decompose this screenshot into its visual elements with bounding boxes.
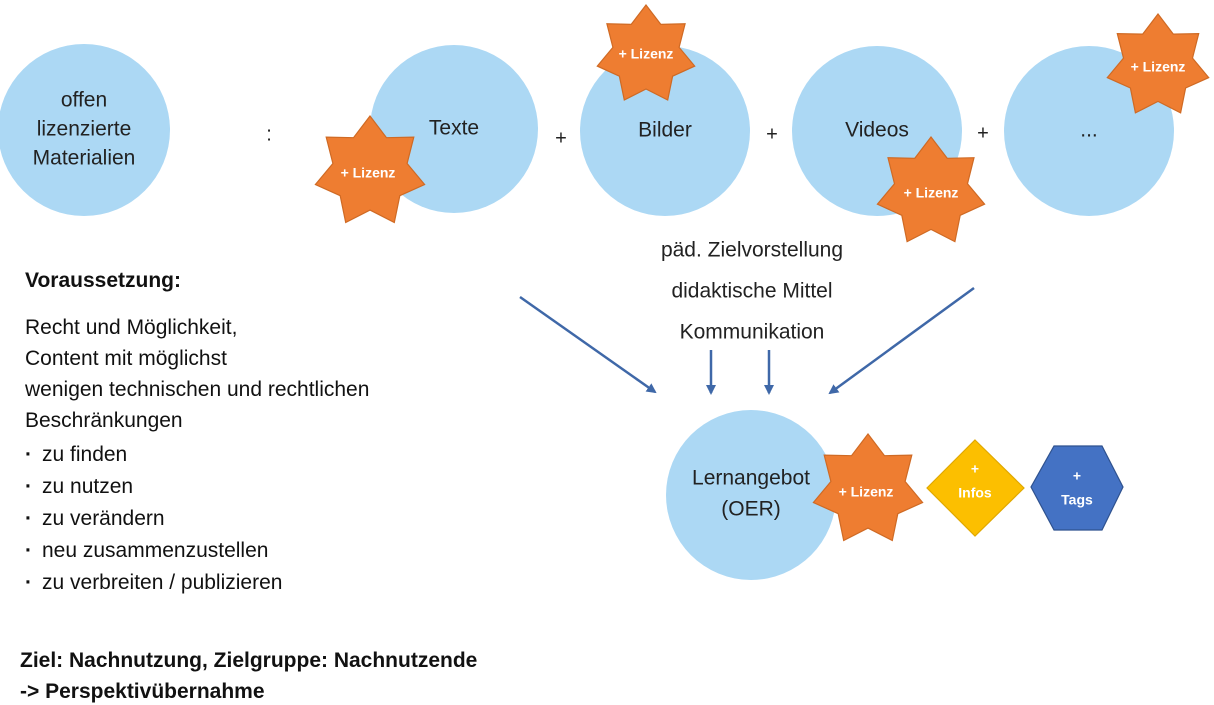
goal-statement: Ziel: Nachnutzung, Zielgruppe: Nachnutze… bbox=[20, 645, 477, 705]
requirements-line: wenigen technischen und rechtlichen bbox=[25, 378, 370, 401]
license-star-icon-videos bbox=[876, 136, 986, 243]
list-item: ·zu finden bbox=[25, 439, 282, 471]
result-label-line-1: Lernangebot bbox=[692, 467, 810, 490]
requirements-body: Recht und Möglichkeit, Content mit mögli… bbox=[25, 312, 369, 436]
bullet-icon: · bbox=[25, 571, 32, 594]
requirements-line: Recht und Möglichkeit, bbox=[25, 316, 238, 339]
license-star-icon-texte bbox=[314, 115, 426, 224]
context-line-1: päd. Zielvorstellung bbox=[661, 239, 843, 262]
goal-line-1: Ziel: Nachnutzung, Zielgruppe: Nachnutze… bbox=[20, 649, 478, 672]
license-badge-texte: + Lizenz bbox=[341, 165, 396, 181]
colon-separator: : bbox=[266, 123, 272, 145]
tags-badge-label: Tags bbox=[1061, 492, 1093, 508]
infos-badge-label: Infos bbox=[958, 485, 992, 501]
goal-line-2: -> Perspektivübernahme bbox=[20, 680, 265, 703]
arrow-right bbox=[828, 286, 975, 395]
license-star-icon-more bbox=[1106, 13, 1210, 114]
requirements-line: Content mit möglichst bbox=[25, 347, 227, 370]
bullet-icon: · bbox=[25, 443, 32, 466]
context-line-2: didaktische Mittel bbox=[671, 280, 832, 303]
bilder-label: Bilder bbox=[638, 119, 692, 142]
source-circle bbox=[0, 44, 170, 216]
source-label-line-2: lizenzierte bbox=[37, 118, 132, 141]
arrow-left bbox=[519, 295, 657, 394]
bullet-icon: · bbox=[25, 539, 32, 562]
license-badge-videos: + Lizenz bbox=[904, 185, 959, 201]
plus-2: + bbox=[766, 123, 778, 145]
list-item: ·zu verbreiten / publizieren bbox=[25, 567, 282, 599]
source-label-line-1: offen bbox=[61, 89, 107, 112]
bullet-icon: · bbox=[25, 475, 32, 498]
videos-label: Videos bbox=[845, 119, 909, 142]
more-label: ... bbox=[1080, 119, 1098, 142]
requirements-list: ·zu finden ·zu nutzen ·zu verändern ·neu… bbox=[25, 439, 282, 599]
result-circle bbox=[666, 410, 836, 580]
list-item: ·neu zusammenzustellen bbox=[25, 535, 282, 567]
license-star-icon-result bbox=[812, 433, 924, 542]
plus-1: + bbox=[555, 127, 567, 149]
tags-hexagon-icon bbox=[1030, 445, 1124, 531]
license-badge-result: + Lizenz bbox=[839, 484, 894, 500]
context-line-3: Kommunikation bbox=[680, 321, 825, 344]
tags-badge-plus: + bbox=[1073, 468, 1081, 484]
result-label-line-2: (OER) bbox=[721, 498, 781, 521]
infos-badge-plus: + bbox=[971, 461, 979, 477]
license-star-icon-bilder bbox=[596, 4, 696, 101]
source-label-line-3: Materialien bbox=[33, 147, 136, 170]
plus-3: + bbox=[977, 122, 989, 144]
license-badge-bilder: + Lizenz bbox=[619, 46, 674, 62]
infos-diamond-icon bbox=[926, 439, 1025, 537]
requirements-line: Beschränkungen bbox=[25, 409, 183, 432]
list-item: ·zu verändern bbox=[25, 503, 282, 535]
requirements-heading: Voraussetzung: bbox=[25, 269, 181, 292]
texte-label: Texte bbox=[429, 117, 479, 140]
license-badge-more: + Lizenz bbox=[1131, 59, 1186, 75]
list-item: ·zu nutzen bbox=[25, 471, 282, 503]
bullet-icon: · bbox=[25, 507, 32, 530]
